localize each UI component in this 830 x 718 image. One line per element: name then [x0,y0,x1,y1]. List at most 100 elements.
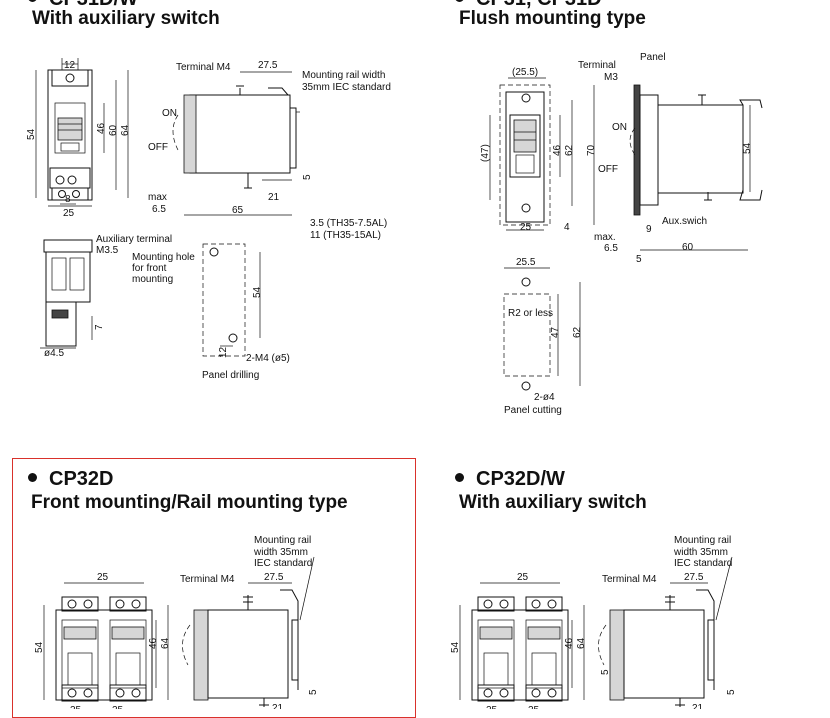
dim-dia-4-5: ø4.5 [44,348,64,359]
dim-5-a: 5 [600,669,611,675]
dim-9: 9 [646,224,652,235]
label-panel: Panel [640,52,666,63]
dim-panel-54: 54 [252,286,263,298]
label-aux-switch: Aux.swich [662,216,707,227]
label-terminal: Terminal [578,60,616,71]
dim-54: 54 [450,641,461,653]
front-view-flush: (25.5) (47) 46 62 70 25 4 [480,67,597,233]
label-panel-drilling: Panel drilling [202,370,259,381]
dim-6-5: 6.5 [604,243,618,254]
bullet-icon [455,0,464,3]
label-rail-1: Mounting rail [254,535,311,546]
heading-cp31: CP31, CP31D [455,0,602,11]
dim-25-b: 25 [528,705,540,709]
side-view-double: Terminal M4 27.5 Mounting rail width 35m… [180,535,319,709]
label-rail-2: 35mm IEC standard [302,82,391,93]
dim-cut-62: 62 [572,326,583,338]
heading-cp32d: CP32D [28,468,113,491]
dim-64: 64 [576,637,587,649]
dim-12: 12 [64,60,76,71]
dim-cut-47: 47 [550,326,561,338]
label-m3: M3 [604,72,618,83]
side-view: Terminal M4 27.5 Mounting rail width 35m… [148,60,391,241]
dim-25: 25 [63,208,75,219]
dim-21: 21 [692,703,704,709]
label-aux-terminal-2: M3.5 [96,245,119,256]
auxiliary-view: 7 ø4.5 Auxiliary terminal M3.5 Mounting … [40,234,195,359]
dim-54: 54 [34,641,45,653]
panel-cutting-view: 25.5 R2 or less 47 62 2-ø4 Panel cutting [503,257,583,416]
subheading-cp31: Flush mounting type [459,8,646,29]
label-max: max [148,192,167,203]
dim-21: 21 [272,703,284,709]
label-hole-1: Mounting hole [132,252,195,263]
dim-27-5: 27.5 [264,572,284,583]
dim-64: 64 [160,637,171,649]
dim-65: 65 [232,205,244,216]
side-view-double-aux: Terminal M4 27.5 Mounting rail width 35m… [598,535,737,709]
dim-4: 4 [564,222,570,233]
dim-54-flush: 54 [742,142,753,154]
label-panel-cutting: Panel cutting [504,405,562,416]
label-rail-th35-75: 3.5 (TH35-7.5AL) [310,218,387,229]
dim-25-b: 25 [112,705,124,709]
label-rail-1: Mounting rail [674,535,731,546]
subheading-cp32dw: With auxiliary switch [459,492,647,513]
dim-25-a: 25 [486,705,498,709]
dim-60: 60 [682,242,694,253]
bullet-icon [28,473,37,483]
label-terminal-m4: Terminal M4 [180,574,235,585]
drawing-cp31dw: 12 54 46 60 64 8 25 Terminal M4 27.5 Mou… [26,58,391,381]
label-dia-4: 2-ø4 [534,392,555,403]
label-rail-3: IEC standard [254,558,312,569]
dim-7: 7 [94,324,105,330]
dim-62: 62 [564,144,575,156]
dim-47-paren: (47) [480,144,491,162]
dim-panel-12: 12 [218,346,229,358]
label-off: OFF [148,142,168,153]
label-off: OFF [598,164,618,175]
label-r2: R2 or less [508,308,553,319]
front-view: 12 54 46 60 64 8 25 [26,58,131,219]
dim-70: 70 [586,144,597,156]
drawing-cp31: (25.5) (47) 46 62 70 25 4 54 Terminal M3… [480,52,763,416]
label-on: ON [612,122,627,133]
dim-25: 25 [520,222,532,233]
label-rail-3: IEC standard [674,558,732,569]
front-view-double-aux: 25 54 46 64 25 25 [450,572,587,709]
dim-27-5: 27.5 [684,572,704,583]
label-terminal-m4: Terminal M4 [602,574,657,585]
label-on: ON [162,108,177,119]
dim-46: 46 [96,122,107,134]
dim-5-b: 5 [726,689,737,695]
label-screw: 2-M4 (ø5) [246,353,290,364]
label-hole-2: for front [132,263,167,274]
dim-5: 5 [302,174,313,180]
side-view-flush: 54 Terminal M3 Panel ON OFF Aux.swich 9 … [578,52,763,265]
dim-6-5: 6.5 [152,204,166,215]
bullet-icon [28,0,37,3]
dim-46: 46 [552,144,563,156]
label-aux-terminal-1: Auxiliary terminal [96,234,172,245]
dim-25: 25 [97,572,109,583]
label-rail-2: width 35mm [253,547,308,558]
heading-cp32dw: CP32D/W [455,468,565,491]
dim-27-5: 27.5 [258,60,278,71]
dim-25-5-paren: (25.5) [512,67,538,78]
dim-64: 64 [120,124,131,136]
dim-5: 5 [308,689,319,695]
dim-25: 25 [517,572,529,583]
dim-46: 46 [564,637,575,649]
front-view-double: 25 54 46 64 25 25 [34,572,171,709]
subheading-cp32d: Front mounting/Rail mounting type [31,492,348,513]
heading-cp31dw: CP31D/W [28,0,138,11]
dim-cut-25-5: 25.5 [516,257,536,268]
label-hole-3: mounting [132,274,173,285]
drawing-cp32d: 25 54 46 64 25 25 Terminal M4 27.5 [34,535,319,709]
bullet-icon [455,473,464,483]
dim-8: 8 [65,194,71,205]
label-terminal-m4: Terminal M4 [176,62,231,73]
dim-21: 21 [268,192,280,203]
label-rail-th35-15: 11 (TH35-15AL) [310,230,381,241]
label-rail-2: width 35mm [673,547,728,558]
